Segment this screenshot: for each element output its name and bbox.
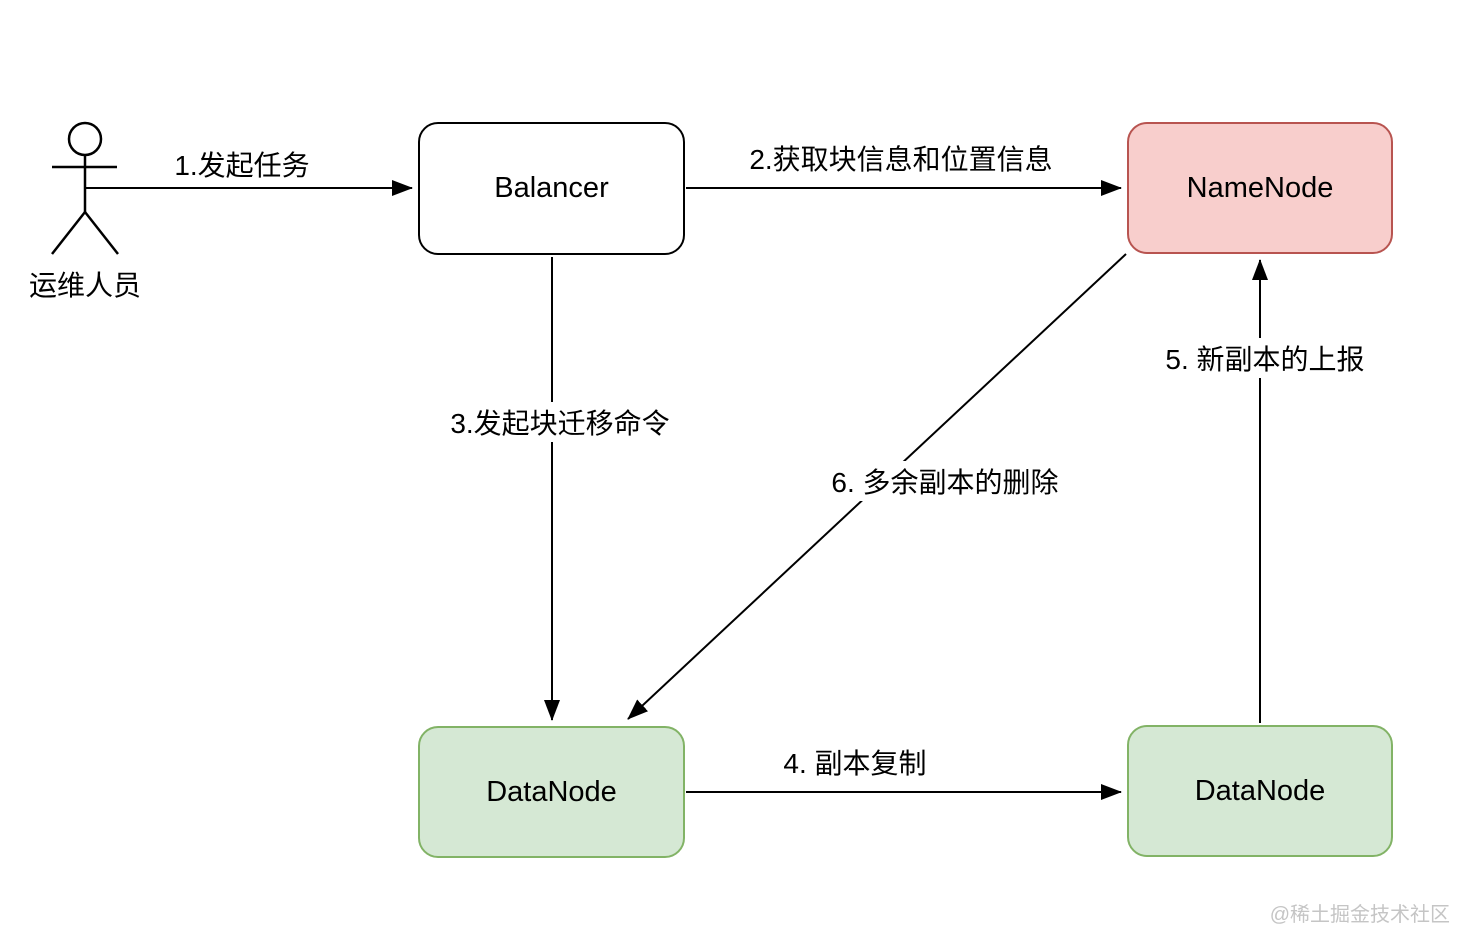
actor-person-icon	[51, 121, 119, 255]
edge-label-delete-extra-replica: 6. 多余副本的删除	[827, 461, 1063, 501]
node-datanode-left: DataNode	[418, 726, 685, 858]
watermark: @稀土掘金技术社区	[1269, 904, 1450, 926]
node-namenode-label: NameNode	[1186, 171, 1334, 204]
node-datanode-left-label: DataNode	[486, 775, 617, 808]
edge-label-block-migration-command: 3.发起块迁移命令	[446, 402, 674, 442]
actor-label: 运维人员	[28, 270, 142, 301]
node-balancer: Balancer	[418, 122, 685, 255]
node-datanode-right: DataNode	[1127, 725, 1393, 857]
edge-label-replica-copy: 4. 副本复制	[779, 742, 931, 782]
node-balancer-label: Balancer	[494, 172, 609, 204]
node-namenode: NameNode	[1127, 122, 1393, 254]
edge-label-initiate-task: 1.发起任务	[170, 144, 314, 184]
edge-label-get-block-info: 2.获取块信息和位置信息	[745, 138, 1057, 178]
edge-label-new-replica-report: 5. 新副本的上报	[1161, 338, 1369, 378]
node-datanode-right-label: DataNode	[1194, 774, 1326, 807]
